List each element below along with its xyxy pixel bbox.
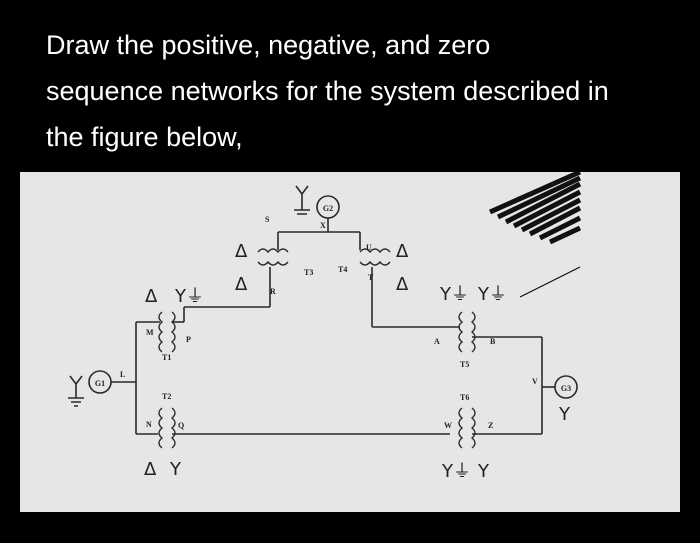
transformer-t6: T6 W Z Y⏚ Y: [441, 393, 493, 482]
generator-g3: V G3 Y: [532, 375, 578, 425]
scribble-mark: [488, 172, 582, 298]
t6-label: T6: [460, 393, 469, 402]
question-line-1: Draw the positive, negative, and zero: [46, 30, 491, 60]
question-line-2: sequence networks for the system describ…: [46, 76, 609, 106]
generator-g1: G1: [68, 370, 136, 407]
bus-z-label: Z: [488, 421, 493, 430]
t2-wye-symbol: Y: [169, 459, 182, 480]
t1-label: T1: [162, 353, 171, 362]
bus-m-label: M: [146, 328, 154, 337]
bus-u-label: U: [366, 243, 372, 252]
transformer-t2: T2 N Q Δ Y: [136, 392, 184, 480]
t6-wye-symbol: Y: [477, 461, 490, 482]
bus-x-label: X: [320, 221, 326, 230]
question-line-3: the figure below,: [46, 122, 243, 152]
circuit-diagram-photo: G1 L M P T1 Δ Y⏚ T2 N Q Δ: [20, 172, 680, 512]
t3-delta-symbol-bottom: Δ: [235, 274, 248, 295]
bus-w-label: W: [444, 421, 452, 430]
bus-q-label: Q: [178, 421, 184, 430]
bus-s-label: S: [265, 215, 270, 224]
t2-delta-symbol: Δ: [144, 459, 157, 480]
circuit-diagram: G1 L M P T1 Δ Y⏚ T2 N Q Δ: [68, 172, 582, 482]
bus-l-label: L: [120, 370, 125, 379]
t4-delta-symbol-top: Δ: [396, 241, 409, 262]
t4-delta-symbol-bottom: Δ: [396, 274, 409, 295]
transformer-t5: A B T5 Y⏚ Y⏚: [434, 284, 507, 369]
bus-b-label: B: [490, 337, 496, 346]
bus-t-label: T: [368, 273, 374, 282]
t5-wye-grounded-symbol-right: Y⏚: [477, 284, 507, 305]
t6-wye-grounded-symbol: Y⏚: [441, 461, 471, 482]
t5-label: T5: [460, 360, 469, 369]
generator-g2: G2 X: [294, 185, 340, 232]
bus-r-label: R: [270, 287, 276, 296]
bus-n-label: N: [146, 420, 152, 429]
transformer-t3: S R T3 Δ Δ: [235, 215, 313, 296]
question-text: Draw the positive, negative, and zero se…: [46, 22, 686, 160]
bus-a-label: A: [434, 337, 440, 346]
t4-label: T4: [338, 265, 347, 274]
t1-delta-symbol: Δ: [145, 286, 158, 307]
t1-wye-grounded-symbol: Y⏚: [174, 286, 204, 307]
t5-wye-grounded-symbol-left: Y⏚: [439, 284, 469, 305]
g1-label: G1: [95, 379, 105, 388]
t2-label: T2: [162, 392, 171, 401]
bus-v-label: V: [532, 377, 538, 386]
transformer-t4: U T T4 Δ Δ: [338, 241, 409, 295]
g2-label: G2: [323, 204, 333, 213]
t3-label: T3: [304, 268, 313, 277]
transformer-t1: M P T1 Δ Y⏚: [136, 286, 204, 362]
g3-wye-symbol: Y: [558, 404, 571, 425]
t3-delta-symbol-top: Δ: [235, 241, 248, 262]
g3-label: G3: [561, 384, 571, 393]
bus-p-label: P: [186, 335, 191, 344]
